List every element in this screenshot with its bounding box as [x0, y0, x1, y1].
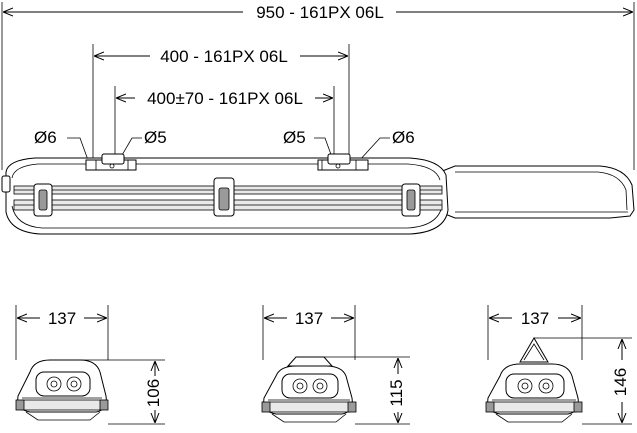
- end-view-1-width-label: 137: [48, 309, 76, 328]
- hole-d5-right-label: Ø5: [283, 128, 306, 147]
- mounting-bracket-right: [317, 153, 369, 171]
- hole-callouts: Ø6 Ø5 Ø5 Ø6: [34, 128, 415, 163]
- mounting-bracket-left: [85, 153, 137, 171]
- fixing-distance-label: 400 - 161PX 06L: [160, 47, 288, 66]
- luminaire-side-view: [1, 153, 635, 235]
- dimension-total-length: 950 - 161PX 06L: [1, 2, 635, 170]
- end-view-3-width-label: 137: [521, 309, 549, 328]
- clip-left: [33, 183, 53, 217]
- clip-middle: [213, 177, 235, 217]
- end-view-2-height-label: 115: [387, 379, 406, 406]
- total-length-label: 950 - 161PX 06L: [256, 3, 384, 22]
- end-view-2: 137 115: [261, 305, 410, 425]
- clip-right: [401, 183, 421, 217]
- hole-d5-left-label: Ø5: [144, 128, 167, 147]
- hole-d6-right-label: Ø6: [392, 128, 415, 147]
- end-view-3: 137 146: [485, 305, 632, 425]
- end-view-2-width-label: 137: [295, 309, 323, 328]
- dimension-adjustable-distance: 400±70 - 161PX 06L: [114, 86, 335, 158]
- end-view-1-height-label: 106: [144, 379, 163, 407]
- adjustable-distance-label: 400±70 - 161PX 06L: [147, 89, 303, 108]
- hole-d6-left-label: Ø6: [34, 128, 57, 147]
- end-view-1: 137 106: [15, 305, 165, 425]
- end-view-3-height-label: 146: [611, 368, 630, 396]
- dimension-fixing-distance: 400 - 161PX 06L: [92, 44, 350, 162]
